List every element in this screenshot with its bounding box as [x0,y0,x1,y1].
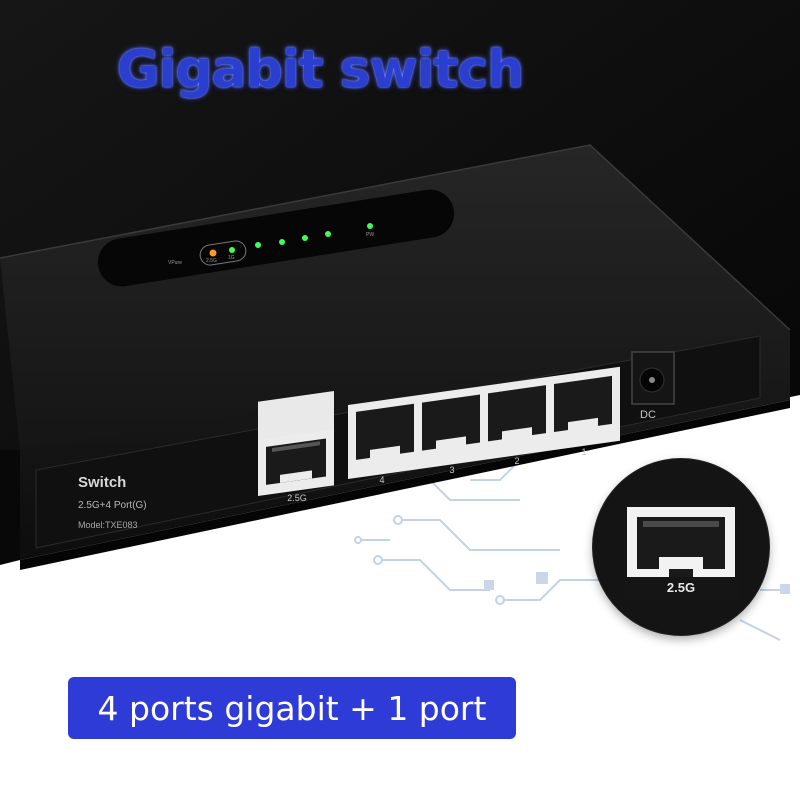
dc-label: DC [640,409,656,421]
led-port3-icon [279,239,285,245]
led-window [97,189,455,287]
feature-banner: 4 ports gigabit + 1 port [68,677,516,739]
port-label-2: 2 [514,456,520,466]
device-model-label: Model:TXE083 [78,520,138,530]
port-zoom-inset: 2.5G [593,459,769,635]
led-label-1g: 1G [228,255,235,261]
port-label-1: 1 [581,447,587,457]
rj45-port-icon [623,503,739,601]
device-spec-label: 2.5G+4 Port(G) [78,500,147,511]
feature-banner-text: 4 ports gigabit + 1 port [97,688,487,728]
device-name-label: Switch [78,474,127,491]
led-label-vlan: VPure [168,260,182,266]
switch-top-panel [0,145,790,450]
led-port1-icon [325,231,331,237]
led-orange-icon [209,249,217,257]
led-green-icon [229,247,235,253]
led-port2-icon [302,235,308,241]
port-label-2-5g: 2.5G [287,493,307,503]
port-label-4: 4 [379,475,385,485]
port-label-3: 3 [449,465,455,475]
led-port4-icon [255,242,261,248]
headline-title: Gigabit switch [116,40,524,100]
zoom-port-label: 2.5G [666,580,696,595]
led-power-icon [367,223,373,229]
led-label-power: PW [366,232,375,238]
led-label-2-5g: 2.5G [206,258,217,264]
dc-jack [631,351,675,405]
